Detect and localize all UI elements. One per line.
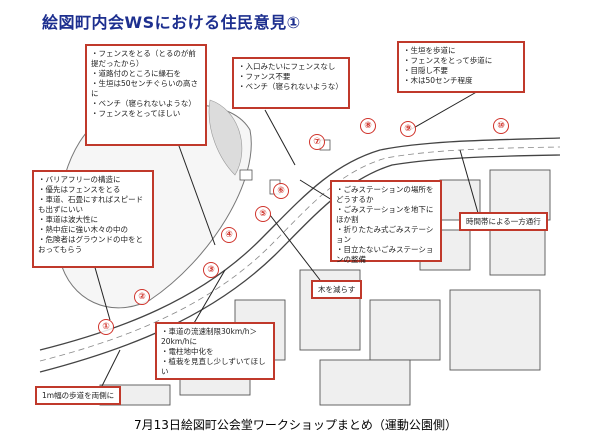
park-trees xyxy=(208,99,243,176)
marker-7: ⑦ xyxy=(309,134,325,150)
marker-9: ⑨ xyxy=(400,121,416,137)
marker-2: ② xyxy=(134,289,150,305)
road-centre xyxy=(39,146,561,362)
callout-item: フェンスをとってほしい xyxy=(91,109,201,119)
callout-item: 電柱地中化を xyxy=(161,347,269,357)
callout-entrance: 入口みたいにフェンスなし ファンス不要 ベンチ（寝られないような） xyxy=(232,57,350,109)
marker-8: ⑧ xyxy=(360,118,376,134)
marker-6: ⑥ xyxy=(273,183,289,199)
callout-item: 生垣を歩道に xyxy=(403,46,519,56)
callout-item: 車道は波大性に xyxy=(38,215,148,225)
callout-item: 折りたたみ式ごみステーション xyxy=(336,225,436,245)
callout-item: ごみステーションを地下にほか割 xyxy=(336,205,436,225)
callout-leaders xyxy=(89,89,481,391)
callout-item: フェンスをとって歩道に xyxy=(403,56,519,66)
callout-item: フェンスをとる（とるのが前提だったから） xyxy=(91,49,201,69)
footer-caption: 7月13日絵図町公会堂ワークショップまとめ（運動公園側） xyxy=(134,418,457,432)
callout-speed-limit: 車道の流速制限30km/h＞20km/hに 電柱地中化を 植栽を見直し少しずいて… xyxy=(155,322,275,380)
callout-item: 優先はフェンスをとる xyxy=(38,185,148,195)
marker-4: ④ xyxy=(221,227,237,243)
callout-item: ファンス不要 xyxy=(238,72,344,82)
label-one-way: 時間帯による一方通行 xyxy=(459,212,548,231)
marker-10: ⑩ xyxy=(493,118,509,134)
callout-item: ごみステーションの場所をどうするか xyxy=(336,185,436,205)
callout-hedge-sidewalk: 生垣を歩道に フェンスをとって歩道に 目隠し不要 木は50センチ程度 xyxy=(397,41,525,93)
callout-garbage-station: ごみステーションの場所をどうするか ごみステーションを地下にほか割 折りたたみ式… xyxy=(330,180,442,265)
callout-item: 植栽を見直し少しずいてほしい xyxy=(161,357,269,377)
callout-item: 熱中症に強い木々の中の xyxy=(38,225,148,235)
callout-barrier-free: バリアフリーの構造に 優先はフェンスをとる 車道、石畳にすればスピードも出ずにい… xyxy=(32,170,154,268)
main-road-outer xyxy=(39,137,561,351)
callout-item: 車道の流速制限30km/h＞20km/hに xyxy=(161,327,269,347)
marker-5: ⑤ xyxy=(255,206,271,222)
callout-fence-hedge: フェンスをとる（とるのが前提だったから） 道路付のところに縁石を 生垣は50セン… xyxy=(85,44,207,146)
marker-3: ③ xyxy=(203,262,219,278)
callout-item: 入口みたいにフェンスなし xyxy=(238,62,344,72)
callout-item: 木は50センチ程度 xyxy=(403,76,519,86)
callout-item: ベンチ（寝られないような） xyxy=(238,82,344,92)
callout-item: 車道、石畳にすればスピードも出ずにいい xyxy=(38,195,148,215)
main-road-inner xyxy=(39,154,561,373)
callout-item: 目隠し不要 xyxy=(403,66,519,76)
callout-item: 危険者はグラウンドの中をとおってもらう xyxy=(38,235,148,255)
page-title: 絵図町内会WSにおける住民意見① xyxy=(42,13,301,32)
callout-item: 道路付のところに縁石を xyxy=(91,69,201,79)
callout-item: 目立たないごみステーションの整備 xyxy=(336,245,436,265)
label-sidewalk-width: 1m幅の歩道を両側に xyxy=(35,386,122,405)
callout-item: バリアフリーの構造に xyxy=(38,175,148,185)
label-reduce-trees: 木を減らす xyxy=(311,280,363,299)
marker-1: ① xyxy=(98,319,114,335)
callout-item: ベンチ（寝られないような） xyxy=(91,99,201,109)
callout-item: 生垣は50センチぐらいの高さに xyxy=(91,79,201,99)
